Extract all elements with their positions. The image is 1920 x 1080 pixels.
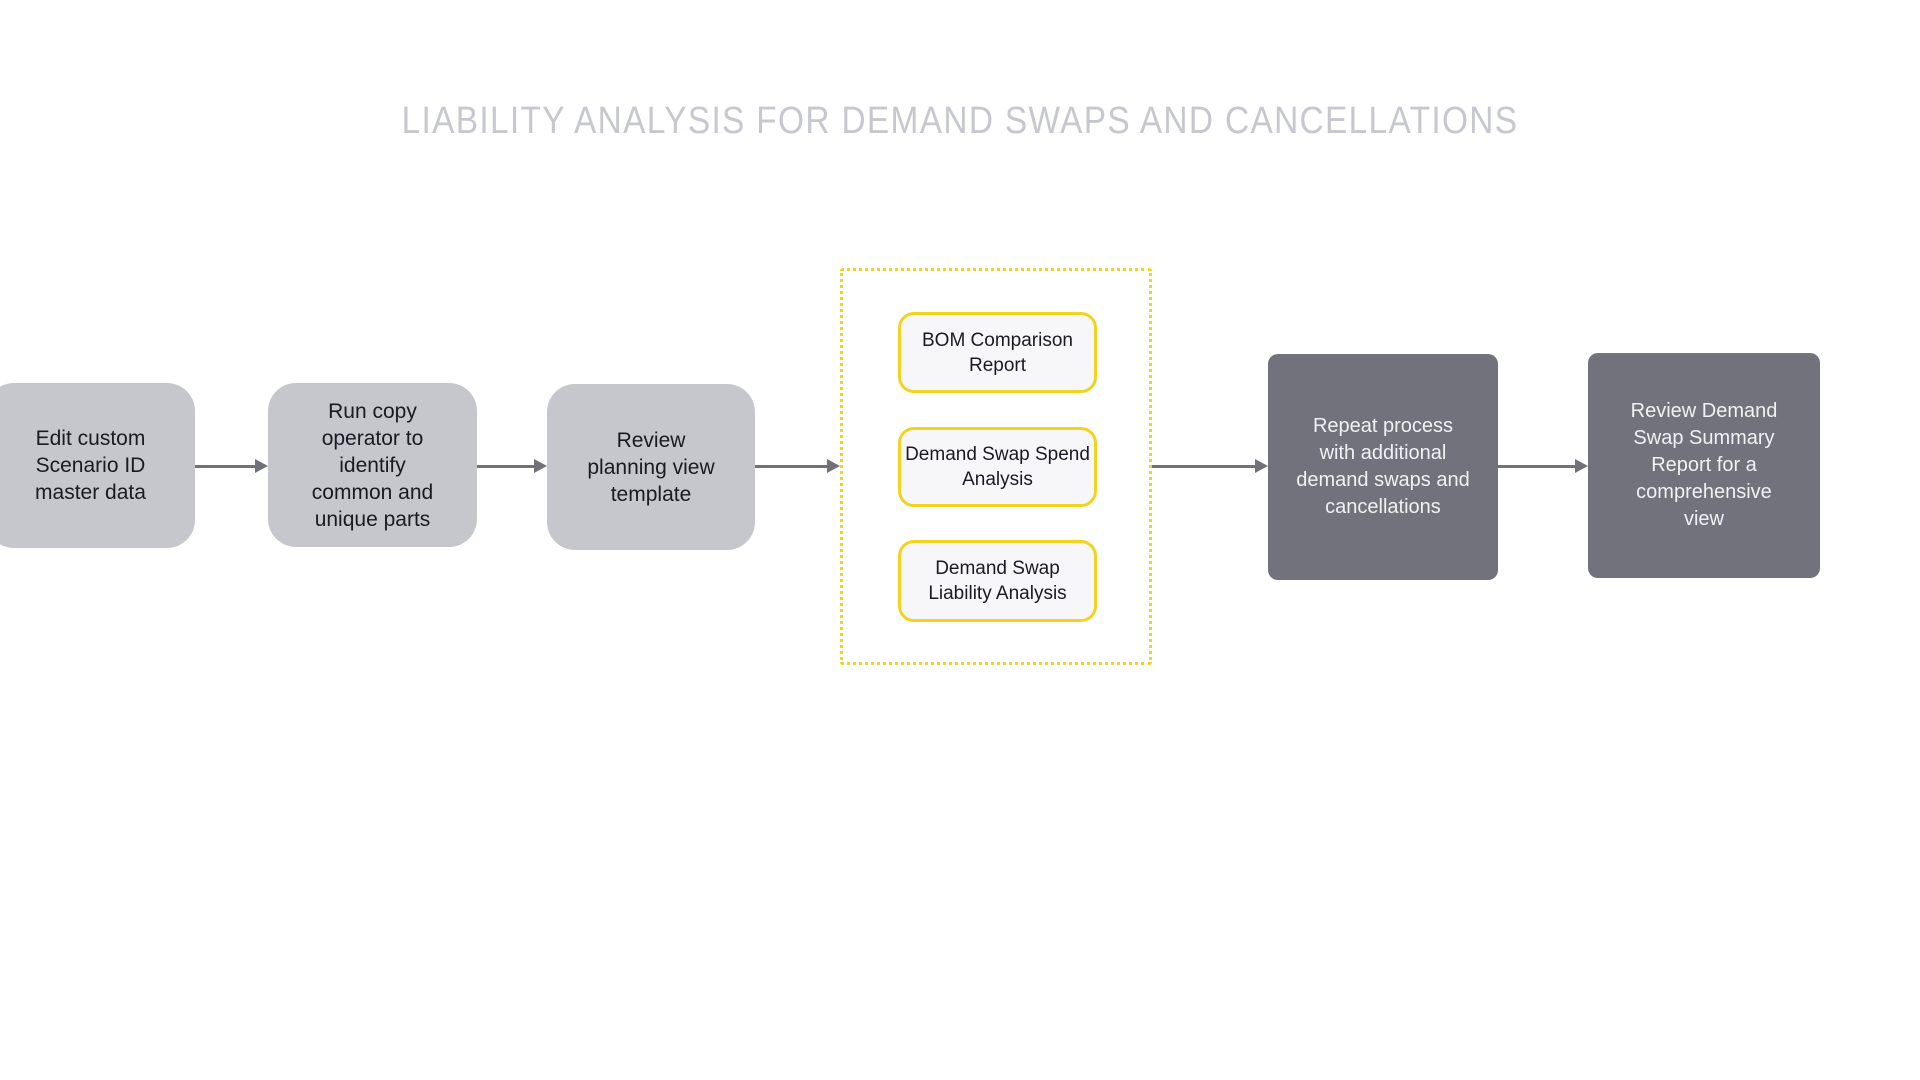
arrow-head-icon	[255, 459, 268, 473]
step-label: Review Demand Swap Summary Report for a …	[1630, 400, 1778, 530]
arrow-line	[1152, 465, 1257, 468]
arrow-head-icon	[1255, 459, 1268, 473]
report-demand-swap-liability: Demand Swap Liability Analysis	[898, 540, 1097, 622]
flow-arrow-3	[755, 459, 840, 473]
arrow-head-icon	[827, 459, 840, 473]
step-repeat-process: Repeat process with additional demand sw…	[1268, 354, 1498, 580]
arrow-line	[477, 465, 536, 468]
flow-arrow-1	[195, 459, 268, 473]
arrow-line	[1498, 465, 1577, 468]
arrow-head-icon	[1575, 459, 1588, 473]
step-label: Run copy operator to identify common and…	[311, 399, 434, 531]
report-demand-swap-spend: Demand Swap Spend Analysis	[898, 427, 1097, 507]
step-review-planning-view: Review planning view template	[547, 384, 755, 550]
step-edit-scenario-id: Edit custom Scenario ID master data	[0, 383, 195, 548]
step-label: Repeat process with additional demand sw…	[1296, 415, 1470, 518]
report-bom-comparison: BOM Comparison Report	[898, 312, 1097, 393]
arrow-line	[195, 465, 257, 468]
step-run-copy-operator: Run copy operator to identify common and…	[268, 383, 477, 547]
flow-arrow-4	[1152, 459, 1268, 473]
report-group-container: BOM Comparison Report Demand Swap Spend …	[840, 268, 1152, 665]
report-label: Demand Swap Spend Analysis	[905, 444, 1090, 490]
flow-arrow-2	[477, 459, 547, 473]
arrow-head-icon	[534, 459, 547, 473]
step-label: Edit custom Scenario ID master data	[35, 427, 146, 504]
step-review-summary-report: Review Demand Swap Summary Report for a …	[1588, 353, 1820, 578]
flow-arrow-5	[1498, 459, 1588, 473]
step-label: Review planning view template	[587, 428, 715, 506]
page-title: LIABILITY ANALYSIS FOR DEMAND SWAPS AND …	[401, 100, 1519, 142]
arrow-line	[755, 465, 829, 468]
report-label: BOM Comparison Report	[922, 329, 1073, 376]
report-label: Demand Swap Liability Analysis	[928, 558, 1067, 604]
